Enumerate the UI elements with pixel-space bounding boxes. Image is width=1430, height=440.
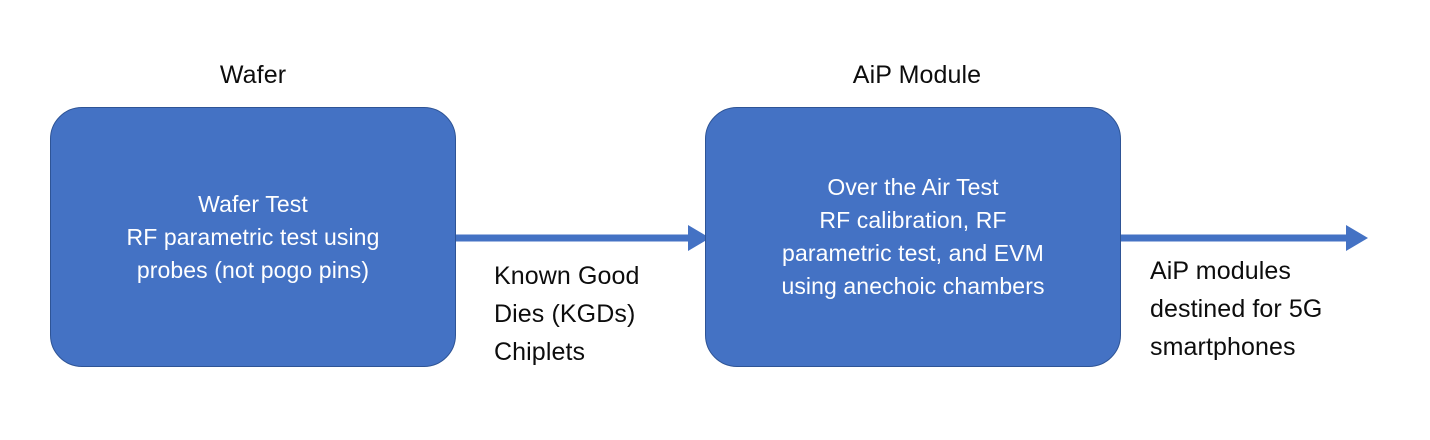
process-box-aip-module[interactable]: Over the Air Test RF calibration, RF par… <box>705 107 1121 367</box>
process-box-aip-module-line-2: RF calibration, RF <box>819 207 1007 233</box>
process-box-wafer-line-3: probes (not pogo pins) <box>136 256 370 283</box>
stage-caption-aip-module: AiP Module <box>852 61 982 89</box>
stage-caption-wafer: Wafer <box>219 61 287 89</box>
process-box-wafer[interactable]: Wafer Test RF parametric test using prob… <box>50 107 456 367</box>
flow-label-known-good-dies-line-1: Known Good <box>494 262 640 290</box>
process-box-aip-module-line-3: parametric test, and EVM <box>782 240 1044 266</box>
flow-label-known-good-dies-line-3: Chiplets <box>494 338 586 366</box>
right-arrow-icon-aip-to-output <box>1115 223 1370 253</box>
process-box-aip-module-line-4: using anechoic chambers <box>781 273 1045 299</box>
flow-label-aip-modules-destination-line-2: destined for 5G <box>1150 295 1323 323</box>
process-box-wafer-text: Wafer Test RF parametric test using prob… <box>113 188 394 287</box>
right-arrow-icon-wafer-to-aip <box>450 223 712 253</box>
flow-label-known-good-dies: Known Good Dies (KGDs) Chiplets <box>494 257 640 371</box>
process-box-wafer-line-2: RF parametric test using <box>126 223 380 250</box>
flow-label-aip-modules-destination: AiP modules destined for 5G smartphones <box>1150 252 1322 366</box>
process-box-wafer-line-1: Wafer Test <box>198 190 308 217</box>
process-box-aip-module-text: Over the Air Test RF calibration, RF par… <box>767 171 1058 303</box>
flow-label-known-good-dies-line-2: Dies (KGDs) <box>494 300 636 328</box>
flow-label-aip-modules-destination-line-1: AiP modules <box>1150 257 1291 285</box>
flow-label-aip-modules-destination-line-3: smartphones <box>1150 333 1296 361</box>
process-box-aip-module-line-1: Over the Air Test <box>827 174 999 200</box>
